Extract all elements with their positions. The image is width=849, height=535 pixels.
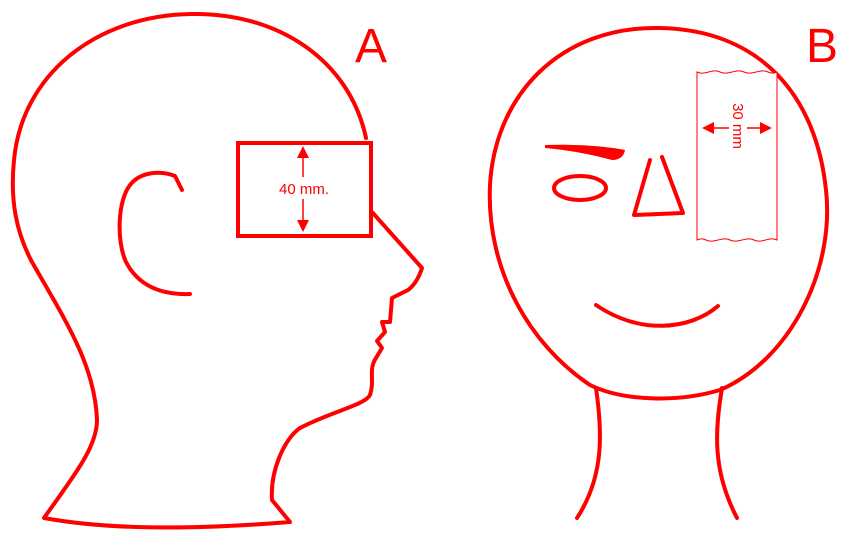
eyebrow (545, 145, 625, 160)
nose (634, 157, 683, 215)
eye (554, 176, 606, 200)
panel-a: A 40 mm. (13, 14, 422, 528)
panel-b: B 30 mm (490, 20, 838, 518)
panel-b-letter: B (806, 20, 838, 73)
mouth (596, 305, 718, 326)
arrowhead-top-icon (297, 146, 309, 158)
measurement-label-b: 30 mm (729, 103, 746, 149)
head-profile-outline (13, 14, 422, 528)
panel-a-letter: A (355, 20, 387, 73)
ear (120, 173, 190, 294)
neck-left (577, 388, 600, 518)
neck-right (717, 388, 737, 518)
measurement-label-a: 40 mm. (279, 181, 329, 198)
arrowhead-bottom-icon (297, 220, 309, 232)
